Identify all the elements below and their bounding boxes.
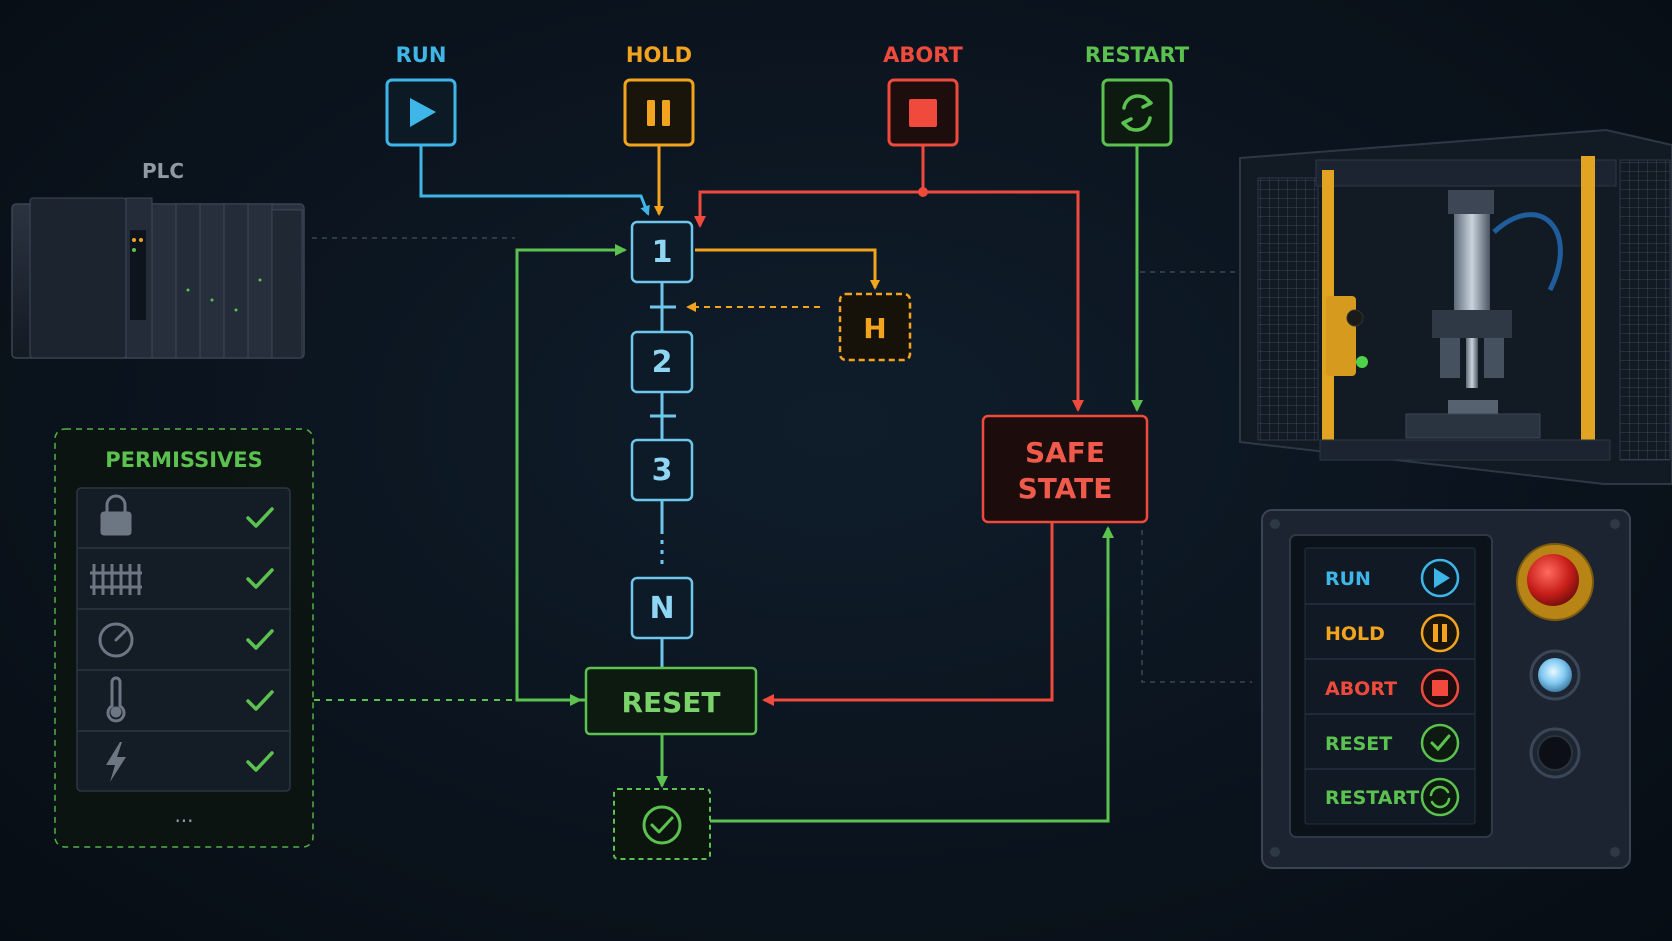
plc-rack: PLC (11, 159, 305, 359)
panel-abort-label: ABORT (1325, 678, 1397, 700)
hold-command-button[interactable] (623, 78, 695, 147)
pause-icon (647, 100, 670, 126)
panel-reset-label: RESET (1325, 733, 1392, 755)
restart-command-button[interactable] (1101, 78, 1173, 147)
permissives-panel: PERMISSIVES (54, 428, 314, 848)
abort-junction (918, 187, 928, 197)
lightning-icon (106, 742, 126, 782)
safe-state-label-line2: STATE (1018, 472, 1113, 505)
abort-to-safe-state-line (923, 190, 1084, 412)
panel-run-label: RUN (1325, 568, 1371, 590)
stop-icon (1432, 680, 1448, 696)
step-1[interactable]: 1 (630, 220, 694, 284)
restart-command[interactable]: RESTART (1085, 43, 1190, 147)
illuminated-blue-button[interactable] (1529, 649, 1581, 701)
safe-state-label-line1: SAFE (1025, 436, 1105, 469)
panel-reset-button[interactable] (1420, 723, 1460, 763)
reset-state[interactable]: RESET (584, 666, 758, 736)
step-n[interactable]: N (630, 576, 694, 640)
step-3[interactable]: 3 (630, 438, 694, 502)
gauge-icon (98, 622, 134, 658)
confirm-state[interactable] (613, 788, 711, 860)
panel-link-line (1141, 530, 1252, 683)
hold-command-label: HOLD (626, 43, 692, 67)
step-2-label: 2 (652, 345, 673, 380)
abort-command[interactable]: ABORT (883, 43, 964, 147)
play-icon (1434, 568, 1450, 588)
check-icon (246, 751, 274, 772)
safe-state[interactable]: SAFE STATE (981, 414, 1149, 524)
connector-lines (312, 145, 1252, 823)
step-3-label: 3 (652, 453, 673, 488)
hold-step[interactable]: H (838, 292, 912, 362)
panel-hold-label: HOLD (1325, 623, 1385, 645)
panel-restart-button[interactable] (1420, 777, 1460, 817)
check-icon (246, 507, 274, 528)
control-panel: RUN HOLD ABORT RESET RESTART (1261, 509, 1631, 869)
abort-command-label: ABORT (883, 43, 963, 67)
hold-command[interactable]: HOLD (623, 43, 695, 147)
run-to-step1-line (419, 145, 650, 216)
panel-abort-button[interactable] (1420, 668, 1460, 708)
step-n-label: N (649, 591, 674, 626)
machine-cell (1239, 128, 1672, 485)
panel-hold-button[interactable] (1420, 613, 1460, 653)
pause-icon (1433, 624, 1447, 642)
run-command-label: RUN (396, 43, 447, 67)
panel-restart-label: RESTART (1325, 787, 1419, 809)
thermometer-icon (106, 676, 126, 723)
check-icon (246, 690, 274, 711)
refresh-icon (1429, 785, 1451, 809)
abort-to-step1-line (694, 145, 925, 228)
play-icon (410, 98, 436, 127)
permissives-more: ... (174, 803, 193, 827)
emergency-stop-button[interactable] (1516, 543, 1594, 621)
command-bar: RUN HOLD ABORT RESTART (385, 43, 1190, 147)
check-icon (1430, 734, 1451, 752)
check-icon (246, 629, 274, 650)
refresh-icon (1121, 94, 1153, 132)
check-circle-icon (642, 805, 682, 845)
confirm-to-safe-state-line (710, 526, 1114, 823)
safe-state-to-reset-line (762, 522, 1054, 706)
restart-command-label: RESTART (1085, 43, 1190, 67)
step1-to-hold-line (695, 248, 880, 290)
permissives-title: PERMISSIVES (105, 448, 262, 472)
step-2[interactable]: 2 (630, 330, 694, 394)
step-1-label: 1 (652, 235, 673, 270)
run-command[interactable]: RUN (385, 43, 457, 147)
black-pushbutton[interactable] (1529, 727, 1581, 779)
lock-icon (100, 494, 132, 536)
check-icon (246, 568, 274, 589)
reset-to-step1-line (515, 244, 627, 702)
fence-icon (90, 564, 142, 595)
stop-icon (909, 99, 937, 127)
hold-step-label: H (863, 312, 886, 345)
sequence-steps: 1 2 3 N H RESET (584, 220, 1149, 860)
reset-state-label: RESET (621, 686, 720, 719)
plc-label: PLC (142, 159, 184, 183)
panel-run-button[interactable] (1420, 558, 1460, 598)
